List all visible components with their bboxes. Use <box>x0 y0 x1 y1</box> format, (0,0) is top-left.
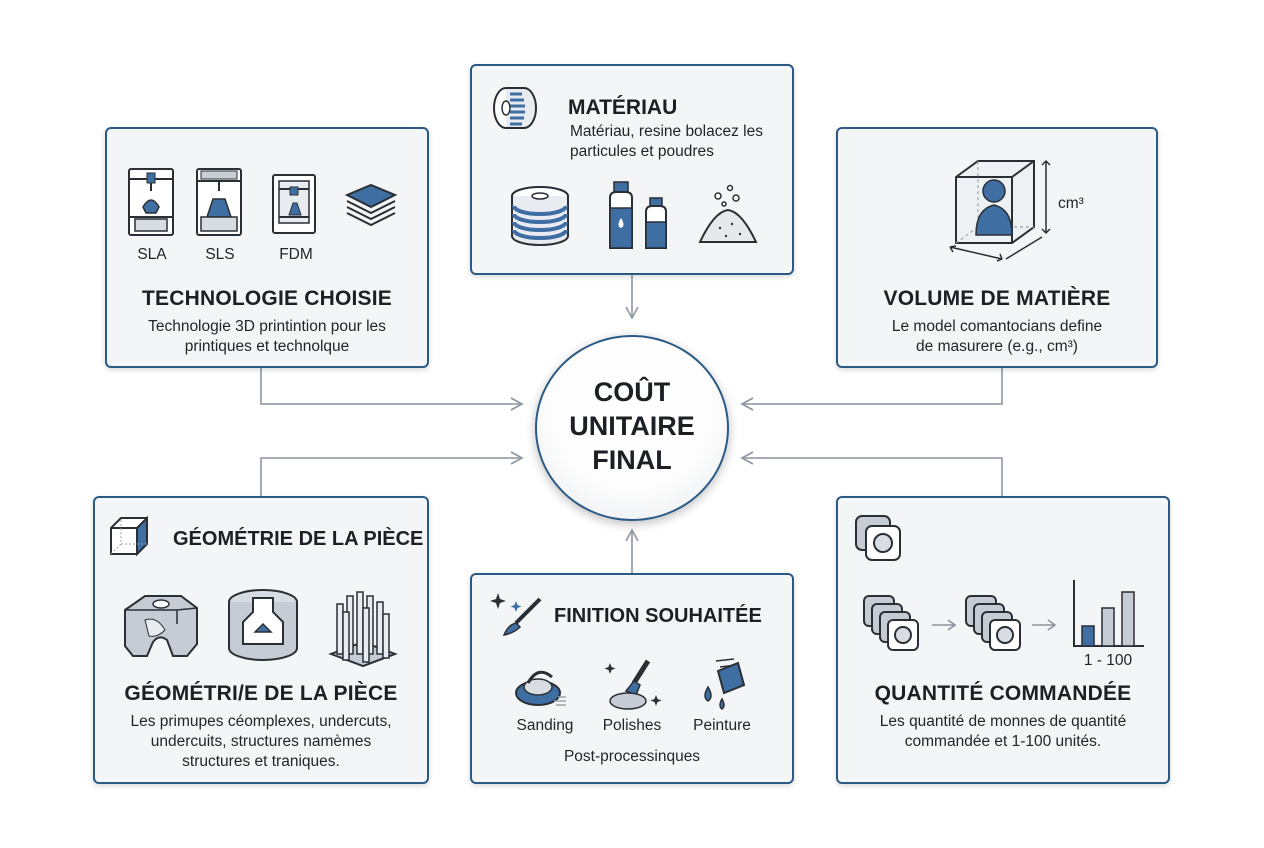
small-batch-icon <box>863 595 919 651</box>
connector-volume <box>740 368 1003 411</box>
volume-title: VOLUME DE MATIÈRE <box>883 287 1111 310</box>
lattice-structure-icon <box>328 591 398 668</box>
fdm-printer-icon <box>272 174 316 234</box>
geometrie-desc-line2: undercuits, structures namèmes <box>150 733 372 750</box>
center-line2: UNITAIRE <box>569 411 695 441</box>
finition-title: FINITION SOUHAITÉE <box>554 605 762 627</box>
arrow-right-icon <box>932 619 957 631</box>
connector-quantite <box>740 451 1003 496</box>
powder-icon <box>698 184 758 243</box>
undercut-part-icon <box>228 589 298 661</box>
spool-icon <box>493 87 537 129</box>
polishes-label: Polishes <box>602 717 662 734</box>
sla-label: SLA <box>137 246 167 263</box>
volume-unit-label: cm³ <box>1058 195 1084 212</box>
quantite-card: 1 - 100 QUANTITÉ COMMANDÉE Les quantité … <box>836 496 1170 784</box>
geometrie-header: GÉOMÉTRIE DE LA PIÈCE <box>173 528 424 550</box>
quantite-desc-line2: commandée et 1-100 unités. <box>904 733 1102 750</box>
sanding-label: Sanding <box>516 717 574 734</box>
geometrie-title: GÉOMÉTRI/E DE LA PIÈCE <box>124 682 398 705</box>
sanding-icon <box>515 670 566 706</box>
materiau-card: MATÉRIAU Matériau, resine bolacez les pa… <box>470 64 794 275</box>
bar-chart-icon <box>1073 580 1144 647</box>
layers-icon <box>344 183 398 227</box>
paint-can-icon <box>704 658 746 710</box>
quantity-range-label: 1 - 100 <box>1083 652 1133 669</box>
volume-desc-line2: de masurere (e.g., cm³) <box>916 338 1078 355</box>
single-part-icon <box>855 515 901 561</box>
final-cost-circle: COÛT UNITAIRE FINAL <box>535 335 729 521</box>
sla-printer-icon <box>128 168 174 236</box>
sls-label: SLS <box>205 246 235 263</box>
center-line1: COÛT <box>593 377 671 407</box>
quantite-desc-line1: Les quantité de monnes de quantité <box>879 713 1127 730</box>
technologie-desc-line2: printiques et technolque <box>184 338 350 355</box>
resin-bottles-icon <box>609 181 667 249</box>
geometrie-desc-line3: structures et traniques. <box>182 753 340 770</box>
large-batch-icon <box>965 595 1021 651</box>
peinture-label: Peinture <box>693 717 751 734</box>
quantite-title: QUANTITÉ COMMANDÉE <box>874 682 1132 705</box>
cube-icon <box>110 515 148 557</box>
materiau-desc-line2: particules et poudres <box>570 143 714 160</box>
sls-printer-icon <box>196 168 242 236</box>
technologie-title: TECHNOLOGIE CHOISIE <box>142 287 392 310</box>
finition-card: FINITION SOUHAITÉE Sanding Polishes Pein… <box>470 573 794 784</box>
complex-part-icon <box>124 595 198 657</box>
volume-cube-icon <box>949 159 1051 262</box>
polish-icon <box>604 659 662 710</box>
connector-technologie <box>260 368 524 411</box>
geometrie-card: GÉOMÉTRIE DE LA PIÈCE GÉOMÉTRI/E DE LA P… <box>93 496 429 784</box>
finition-caption: Post-processinques <box>563 748 701 765</box>
arrow-right-icon-2 <box>1032 619 1057 631</box>
geometrie-desc-line1: Les primupes céomplexes, undercuts, <box>130 713 392 730</box>
paintbrush-sparkle-icon <box>490 593 542 637</box>
volume-card: cm³ VOLUME DE MATIÈRE Le model comantoci… <box>836 127 1158 368</box>
filament-spool-icon <box>511 186 569 246</box>
volume-desc-line1: Le model comantocians define <box>891 318 1103 335</box>
materiau-title: MATÉRIAU <box>568 96 678 119</box>
materiau-desc-line1: Matériau, resine bolacez les <box>570 123 763 140</box>
fdm-label: FDM <box>279 246 313 263</box>
technologie-card: SLA SLS FDM TECHNOLOGIE CHOISIE Technolo… <box>105 127 429 368</box>
connector-geometrie <box>260 451 524 496</box>
technologie-desc-line1: Technologie 3D printintion pour les <box>148 318 386 335</box>
center-line3: FINAL <box>592 445 672 475</box>
